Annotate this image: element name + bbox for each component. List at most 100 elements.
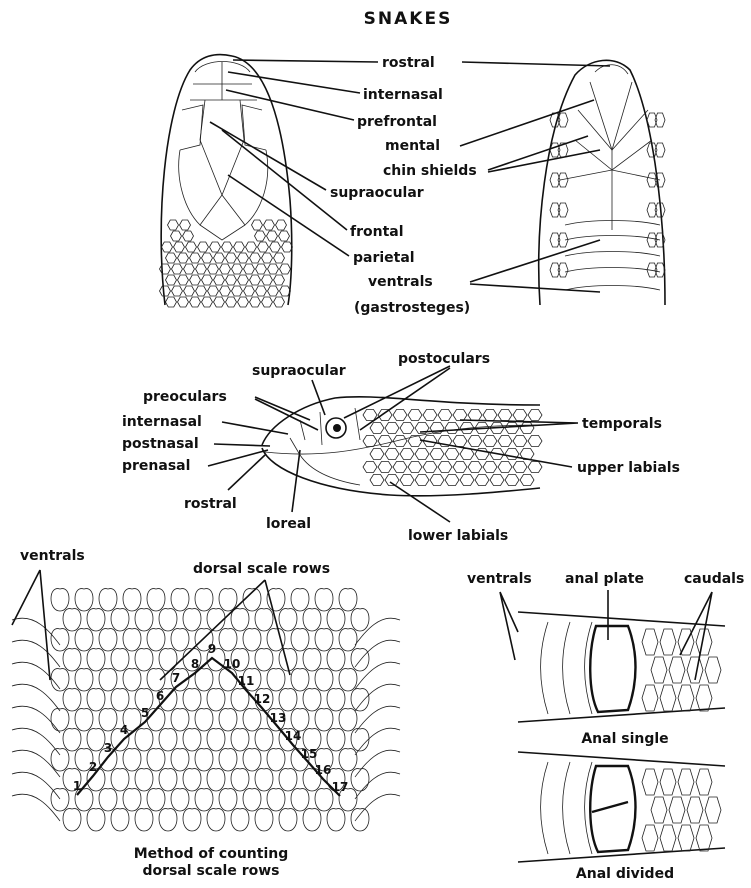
body-scale	[370, 475, 384, 486]
caudal-scale	[696, 685, 712, 711]
caption-anal-single: Anal single	[581, 731, 668, 747]
dorsal-scale	[279, 769, 297, 791]
dorsal-scale	[87, 809, 105, 831]
caption-line2: dorsal scale rows	[142, 863, 279, 879]
dorsal-scale	[111, 769, 129, 791]
caudal-scale	[642, 629, 658, 655]
dorsal-scale	[255, 769, 273, 791]
row-numbers: 1234567891011121314151617	[73, 642, 349, 796]
dorsal-scale	[135, 609, 153, 631]
head-scale	[162, 242, 173, 252]
ventral-curve	[355, 772, 400, 799]
dorsal-scale	[291, 669, 309, 691]
dorsal-scale	[159, 609, 177, 631]
head-scale	[262, 297, 273, 307]
head-scale	[238, 253, 249, 263]
lateral-scale	[550, 143, 560, 157]
caudal-scale	[660, 769, 676, 795]
body-scale	[445, 449, 459, 460]
dorsal-scale	[219, 669, 237, 691]
body-scale	[430, 449, 444, 460]
dorsal-scale	[339, 749, 357, 771]
dorsal-scale	[147, 669, 165, 691]
caudal-scale	[678, 825, 694, 851]
ventral-plate	[541, 622, 549, 714]
caudal-scale	[642, 685, 658, 711]
dorsal-scale	[195, 709, 213, 731]
label-supraocular-top: supraocular	[330, 185, 424, 201]
dorsal-scale	[63, 809, 81, 831]
label-chin-shields: chin shields	[383, 163, 477, 179]
label-prefrontal: prefrontal	[357, 114, 437, 130]
head-scale	[280, 264, 291, 274]
head-scale	[166, 275, 177, 285]
lateral-scale	[655, 113, 665, 127]
dorsal-scale	[111, 609, 129, 631]
lateral-scale	[647, 113, 657, 127]
body-scale	[520, 475, 534, 486]
ventral-curve	[355, 662, 400, 689]
body-scale	[445, 423, 459, 434]
body-scale	[460, 475, 474, 486]
dorsal-scale	[351, 729, 369, 751]
ventral-curve	[355, 618, 400, 645]
dorsal-scale	[243, 629, 261, 651]
body-scale	[468, 410, 482, 421]
caudal-scale	[705, 657, 721, 683]
ventral-curve	[12, 640, 60, 667]
caudal-scale	[696, 769, 712, 795]
caudal-scale	[660, 629, 676, 655]
label-supraocular-side: supraocular	[252, 363, 346, 379]
dorsal-scale	[147, 789, 165, 811]
ventral-curve	[12, 772, 60, 799]
dorsal-scale	[123, 749, 141, 771]
body-scale	[430, 475, 444, 486]
ventral-curve	[12, 750, 60, 777]
dorsal-scale	[75, 669, 93, 691]
label-loreal: loreal	[266, 516, 311, 532]
dorsal-scale	[171, 589, 189, 611]
diagram-title: SNAKES	[364, 9, 453, 29]
dorsal-scale	[291, 789, 309, 811]
head-scale	[190, 275, 201, 285]
head-scale	[232, 264, 243, 274]
body-scale	[475, 475, 489, 486]
head-scale	[196, 264, 207, 274]
dorsal-scale	[279, 809, 297, 831]
caudal-scale	[687, 797, 703, 823]
dorsal-scale	[135, 729, 153, 751]
dorsal-scale	[339, 629, 357, 651]
head-scale	[220, 264, 231, 274]
label-mental: mental	[385, 138, 440, 154]
dorsal-scale	[147, 709, 165, 731]
dorsal-scale	[51, 709, 69, 731]
dorsal-scale	[195, 789, 213, 811]
body-scale	[385, 449, 399, 460]
head-scale	[250, 297, 261, 307]
side-labels: supraocular postoculars preoculars inter…	[122, 351, 680, 544]
lateral-scale	[550, 263, 560, 277]
label-rostral-side: rostral	[184, 496, 237, 512]
ventral-curve	[355, 794, 400, 821]
dorsal-scale	[255, 649, 273, 671]
ventral-plate	[563, 622, 571, 714]
dorsal-scale	[51, 749, 69, 771]
body-scale	[498, 410, 512, 421]
dorsal-scale	[51, 589, 69, 611]
head-scale	[202, 275, 213, 285]
body-scale	[363, 436, 377, 447]
head-scale	[267, 231, 278, 241]
label-preoculars: preoculars	[143, 389, 227, 405]
caudal-scale	[642, 825, 658, 851]
dorsal-scale	[267, 789, 285, 811]
head-scale	[202, 253, 213, 263]
dorsal-scale	[171, 709, 189, 731]
dorsal-scale	[207, 769, 225, 791]
head-scale	[226, 275, 237, 285]
body-scale	[505, 475, 519, 486]
dorsal-scale	[75, 629, 93, 651]
body-scale	[468, 462, 482, 473]
head-scale	[252, 220, 263, 230]
body-scale	[400, 449, 414, 460]
lateral-scale	[647, 173, 657, 187]
